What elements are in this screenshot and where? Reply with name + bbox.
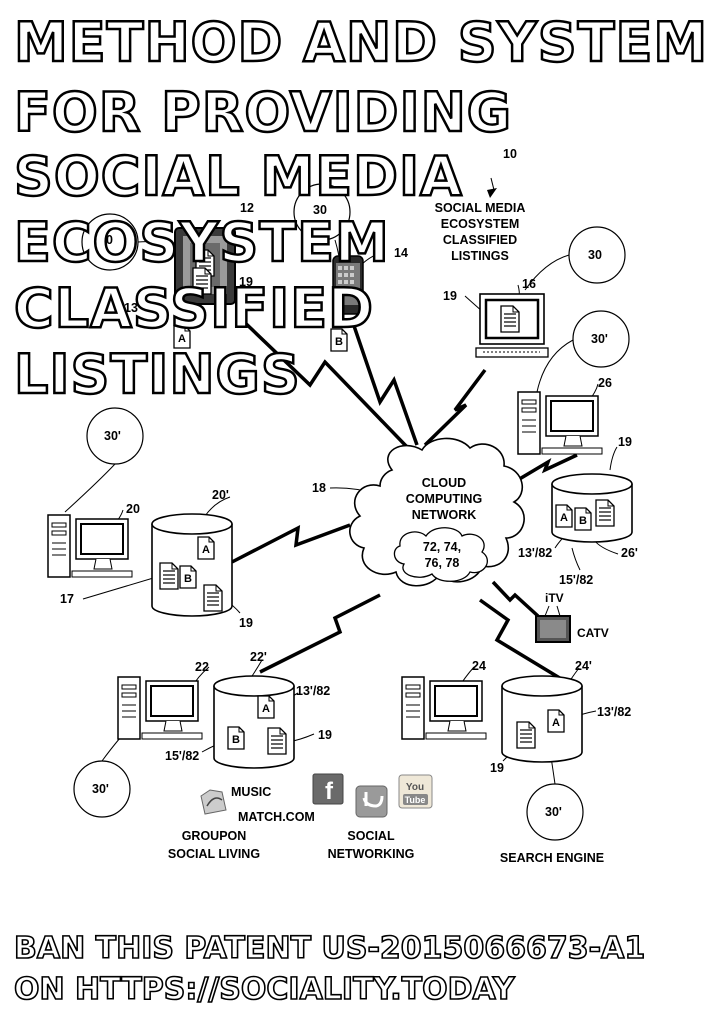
cloud-computing-network: CLOUD COMPUTING NETWORK 72, 74, 76, 78 — [349, 437, 525, 587]
title-line-3: SOCIAL MEDIA — [13, 145, 463, 208]
youtube-glyph-bottom: Tube — [405, 795, 426, 805]
social-networking-label-line-1: SOCIAL — [347, 829, 395, 843]
ref-20: 20 — [126, 502, 140, 516]
ref-12: 12 — [240, 201, 254, 215]
document-a-near-tablet: A — [173, 325, 191, 349]
ref-30-phone: 30 — [313, 203, 327, 217]
ref-19-tablet: 19 — [239, 275, 253, 289]
ref-18: 18 — [312, 481, 326, 495]
ref-16: 16 — [522, 277, 536, 291]
title-line-6: LISTINGS — [13, 343, 301, 406]
doc-letter-a: A — [560, 512, 568, 524]
cloud-inner-line-2: 76, 78 — [425, 556, 460, 570]
ref-19-24p: 19 — [490, 761, 504, 775]
doc-letter-a: A — [552, 717, 560, 729]
cloud-inner-line-1: 72, 74, — [423, 540, 461, 554]
ref-13: 13 — [124, 301, 138, 315]
database-22p: A B — [213, 675, 295, 769]
arrow-10 — [487, 188, 497, 198]
youtube-icon: You Tube — [398, 774, 433, 809]
ref-30p-bottom-right: 30' — [545, 805, 562, 819]
ref-19-20p: 19 — [239, 616, 253, 630]
groupon-label-line-2: SOCIAL LIVING — [168, 847, 260, 861]
system-label-line-1: SOCIAL MEDIA — [435, 201, 526, 215]
title-line-4: ECOSYSTEM — [13, 211, 390, 274]
facebook-icon: f — [312, 773, 344, 805]
doc-letter-b: B — [184, 573, 192, 585]
search-engine-label: SEARCH ENGINE — [500, 851, 604, 865]
doc-letter-b: B — [232, 734, 240, 746]
computer-20 — [47, 514, 133, 578]
twitter-icon — [355, 785, 388, 818]
ref-30p-left: 30' — [104, 429, 121, 443]
ref-30-monitor: 30 — [588, 248, 602, 262]
inner-cloud — [393, 527, 488, 582]
ref-13p82-26p: 13'/82 — [518, 546, 552, 560]
doc-letter-b: B — [579, 515, 587, 527]
system-label-line-2: ECOSYSTEM — [441, 217, 520, 231]
title-line-5: CLASSIFIED — [13, 277, 374, 340]
social-networking-label-line-2: NETWORKING — [328, 847, 415, 861]
ref-circle-30p-right — [572, 310, 630, 368]
system-label-line-3: CLASSIFIED — [443, 233, 517, 247]
title-line-2: FOR PROVIDING — [13, 81, 513, 144]
ref-19-monitor: 19 — [443, 289, 457, 303]
tv-icon — [535, 605, 571, 643]
ref-15: 15 — [296, 301, 310, 315]
ref-30p-bottom-left: 30' — [92, 782, 109, 796]
groupon-label-line-1: GROUPON — [182, 829, 247, 843]
ref-22: 22 — [195, 660, 209, 674]
music-label: MUSIC — [231, 785, 271, 799]
ref-13p82-22p: 13'/82 — [296, 684, 330, 698]
title-line-1: METHOD AND SYSTEM — [13, 11, 709, 74]
facebook-glyph: f — [325, 778, 334, 805]
ref-13p82-24p: 13'/82 — [597, 705, 631, 719]
ref-24: 24 — [472, 659, 486, 673]
ref-20p: 20' — [212, 488, 229, 502]
ref-30-top: 30 — [99, 233, 113, 247]
ref-30p-right: 30' — [591, 332, 608, 346]
ref-15p82-22p: 15'/82 — [165, 749, 199, 763]
ref-19-26p: 19 — [618, 435, 632, 449]
system-ref-10: 10 — [503, 147, 517, 161]
database-20p: A B — [151, 513, 233, 617]
doc-letter-a: A — [262, 703, 270, 715]
ref-15p82-26p: 15'/82 — [559, 573, 593, 587]
footer-line-2: ON HTTPS://SOCIALITY.TODAY — [13, 972, 515, 1008]
youtube-glyph-top: You — [406, 782, 424, 793]
ref-22p: 22' — [250, 650, 267, 664]
desktop-monitor — [475, 293, 549, 358]
itv-label: iTV — [545, 591, 564, 605]
ref-26p: 26' — [621, 546, 638, 560]
match-com-label: MATCH.COM — [238, 810, 315, 824]
doc-letter-a: A — [202, 544, 210, 556]
computer-26 — [517, 391, 603, 455]
ref-17: 17 — [60, 592, 74, 606]
catv-label: CATV — [577, 626, 609, 640]
doc-letter-b: B — [335, 336, 343, 348]
smartphone-device — [332, 255, 364, 315]
ref-circle-30-phone — [293, 183, 351, 241]
cloud-label-line-1: CLOUD — [422, 476, 466, 490]
wireless-links — [231, 316, 578, 682]
music-folder-icon — [200, 789, 227, 815]
cloud-label-line-3: NETWORK — [412, 508, 477, 522]
ref-24p: 24' — [575, 659, 592, 673]
footer-line-1: BAN THIS PATENT US-2015066673-A1 — [13, 931, 646, 967]
ref-19-22p: 19 — [318, 728, 332, 742]
ref-14: 14 — [394, 246, 408, 260]
ref-26: 26 — [598, 376, 612, 390]
cloud-label-line-2: COMPUTING — [406, 492, 482, 506]
database-26p: A B — [551, 473, 633, 543]
doc-letter-a: A — [178, 333, 186, 345]
system-label-line-4: LISTINGS — [451, 249, 509, 263]
computer-24 — [401, 676, 487, 740]
computer-22 — [117, 676, 203, 740]
database-24p: A — [501, 675, 583, 763]
document-b-near-phone: B — [330, 328, 348, 352]
